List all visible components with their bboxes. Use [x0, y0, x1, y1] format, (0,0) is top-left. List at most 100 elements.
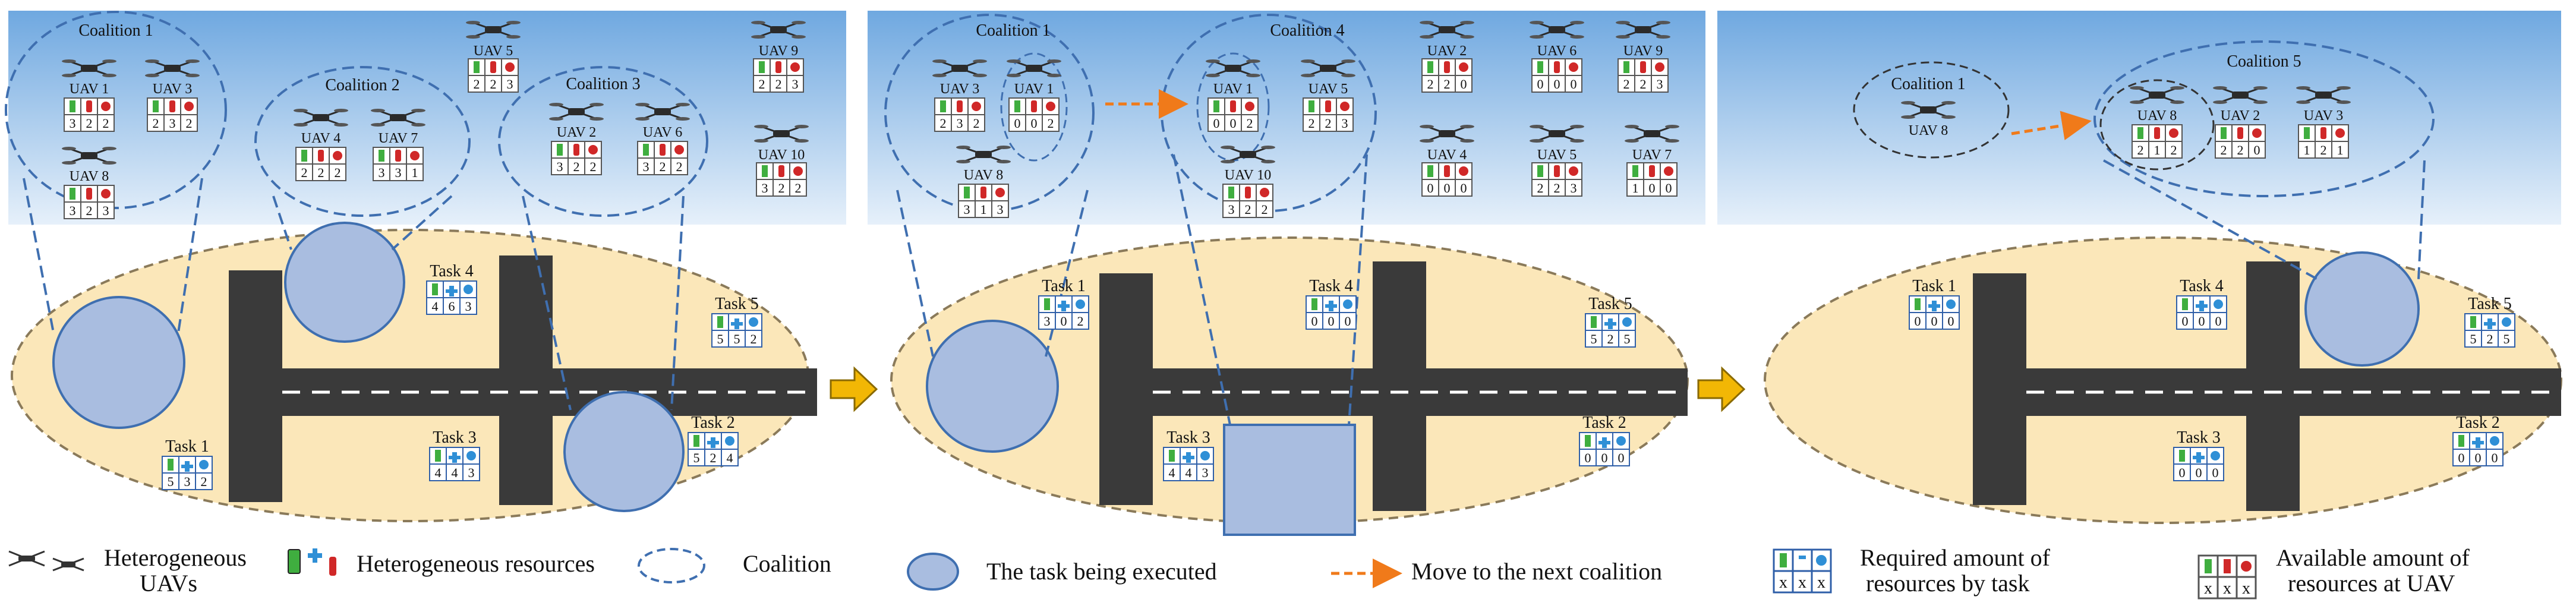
alarm-icon: [2169, 128, 2178, 138]
battery-icon: [1213, 100, 1219, 112]
coalition-ellipse-1: [5, 11, 227, 209]
connector: [522, 195, 572, 411]
alarm-icon: [1664, 166, 1673, 176]
coalition-ellipse-1: [884, 14, 1095, 212]
resource-value: 3: [1044, 314, 1051, 329]
task-executing-5: [2304, 251, 2420, 367]
uav-label: UAV 4: [1427, 147, 1467, 163]
resource-value: 1: [1632, 181, 1639, 195]
medical-icon: [1058, 301, 1070, 311]
battery-icon: [70, 188, 75, 200]
battery-icon: [1537, 61, 1543, 73]
resource-value: 0: [2196, 465, 2202, 480]
fire-extinguisher-icon: [778, 165, 784, 177]
resource-value: 0: [1554, 77, 1560, 92]
coalition-label: Coalition 5: [2227, 52, 2301, 71]
alarm-icon: [101, 189, 111, 198]
resource-value: 0: [2458, 450, 2465, 465]
uav8-circle: [2099, 79, 2215, 171]
resource-value: 0: [1328, 314, 1335, 329]
medical-icon: [2193, 452, 2205, 463]
connector: [1172, 154, 1231, 425]
fire-extinguisher-icon: [1031, 100, 1037, 112]
resource-value: 2: [973, 116, 980, 131]
tool-icon: [749, 317, 758, 327]
medical-icon: [2484, 318, 2496, 329]
resource-value: 0: [2215, 314, 2222, 329]
medical-icon: [1598, 437, 1610, 448]
resource-value: 0: [1014, 116, 1021, 131]
fire-extinguisher-icon: [980, 187, 986, 198]
uav-label: UAV 3: [940, 81, 979, 97]
medical-icon: [707, 437, 719, 448]
resource-value: 2: [1427, 77, 1434, 92]
fire-extinguisher-icon: [490, 61, 496, 73]
fire-extinguisher-icon: [1325, 100, 1331, 112]
uav-label: UAV 3: [2304, 108, 2343, 124]
tool-icon: [464, 285, 473, 294]
task-executing-1: [52, 296, 185, 429]
medical-icon: [1928, 301, 1940, 311]
resource-value: 0: [2212, 465, 2219, 480]
resource-value: 5: [717, 332, 724, 346]
alarm-icon: [505, 62, 515, 72]
resource-value: 1: [2154, 143, 2161, 157]
resource-value: 5: [734, 332, 740, 346]
resource-value: 0: [2179, 465, 2186, 480]
medical-icon: [2196, 301, 2208, 311]
alarm-icon: [184, 102, 194, 111]
fire-extinguisher-icon: [1444, 61, 1450, 73]
resource-value: 0: [1601, 450, 1608, 465]
resource-value: 1: [980, 202, 987, 217]
uav-label: UAV 8: [70, 169, 109, 184]
resource-value: 2: [318, 165, 324, 180]
drone-icon: [2213, 86, 2268, 104]
fire-extinguisher-icon: [2154, 127, 2160, 139]
drone-icon: [754, 125, 809, 143]
battery-icon: [2182, 298, 2188, 310]
task-executing-3: [1223, 424, 1356, 536]
resource-value: 0: [1537, 77, 1544, 92]
panel-3: [1717, 11, 2562, 524]
battery-icon: [2179, 450, 2185, 462]
task-label: Task 4: [2180, 277, 2223, 295]
legend-available-x1: x: [2204, 579, 2212, 598]
tool-icon: [1622, 317, 1632, 327]
resource-value: 2: [86, 116, 93, 131]
battery-icon: [1623, 61, 1629, 73]
battery-icon: [1169, 450, 1175, 462]
coalition-label: Coalition 3: [566, 75, 640, 93]
resource-value: 0: [1444, 181, 1451, 195]
alarm-icon: [995, 188, 1005, 197]
resource-value: 3: [103, 203, 109, 218]
resource-value: 2: [2171, 143, 2177, 157]
resource-value: 2: [676, 159, 683, 174]
task-label: Task 4: [430, 262, 473, 280]
coalition-label: Coalition 2: [325, 76, 399, 94]
legend-available-x2: x: [2223, 579, 2231, 598]
coalition-ellipse-3: [498, 66, 708, 217]
alarm-icon: [1459, 62, 1468, 72]
resource-value: 2: [2137, 143, 2144, 157]
legend-required-x2: x: [1798, 573, 1806, 592]
battery-icon: [153, 100, 159, 112]
drone-icon: [466, 21, 521, 39]
uav-label: UAV 6: [1537, 43, 1577, 59]
resource-value: 4: [435, 465, 442, 480]
resource-value: 3: [762, 181, 768, 195]
legend-available-line1: Available amount of: [2276, 544, 2470, 571]
battery-icon: [2458, 435, 2464, 447]
uav-label: UAV 7: [379, 131, 418, 146]
drone-icon: [1530, 125, 1584, 143]
